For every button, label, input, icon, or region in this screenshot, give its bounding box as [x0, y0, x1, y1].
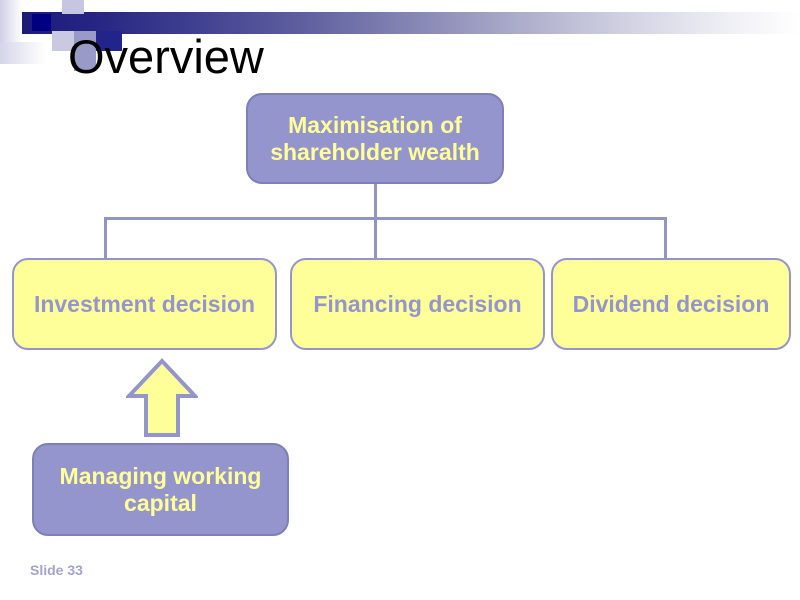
- connector-horizontal-bus: [104, 217, 667, 220]
- decor-square-periwinkle-1: [74, 31, 96, 51]
- decor-square-lavender-2: [0, 42, 45, 64]
- decor-square-lavender-3: [62, 0, 84, 14]
- node-label-line2: capital: [124, 489, 197, 516]
- decor-square-lavender-4: [52, 31, 74, 51]
- node-label: Dividend decision: [572, 290, 770, 317]
- node-label: Investment decision: [33, 290, 256, 317]
- up-arrow-icon: [126, 358, 198, 437]
- slide-number: Slide 33: [30, 562, 83, 578]
- page-title: Overview: [68, 30, 264, 83]
- decor-square-lavender-1: [0, 0, 22, 42]
- node-maximisation-of-shareholder-wealth[interactable]: Maximisation of shareholder wealth: [246, 93, 508, 188]
- node-managing-working-capital[interactable]: Managing working capital: [32, 443, 293, 540]
- connector-root-stem: [374, 184, 377, 217]
- node-label-line1: Managing working: [59, 463, 262, 490]
- header-gradient-bar: [22, 12, 800, 34]
- node-label: Managing working capital: [60, 463, 262, 516]
- node-financing-decision[interactable]: Financing decision: [290, 258, 549, 354]
- connector-drop-dividend: [664, 217, 667, 259]
- node-label-line1: Maximisation of: [288, 112, 462, 139]
- node-label: Financing decision: [313, 290, 522, 317]
- node-investment-decision[interactable]: Investment decision: [12, 258, 281, 354]
- connector-drop-financing: [374, 217, 377, 259]
- decor-square-periwinkle-2: [74, 51, 96, 71]
- decor-square-navy-2: [96, 31, 122, 51]
- decor-square-navy: [32, 14, 51, 31]
- node-dividend-decision[interactable]: Dividend decision: [551, 258, 795, 354]
- node-label: Maximisation of shareholder wealth: [270, 112, 480, 165]
- connector-drop-investment: [104, 217, 107, 259]
- node-label-line2: shareholder wealth: [270, 138, 480, 165]
